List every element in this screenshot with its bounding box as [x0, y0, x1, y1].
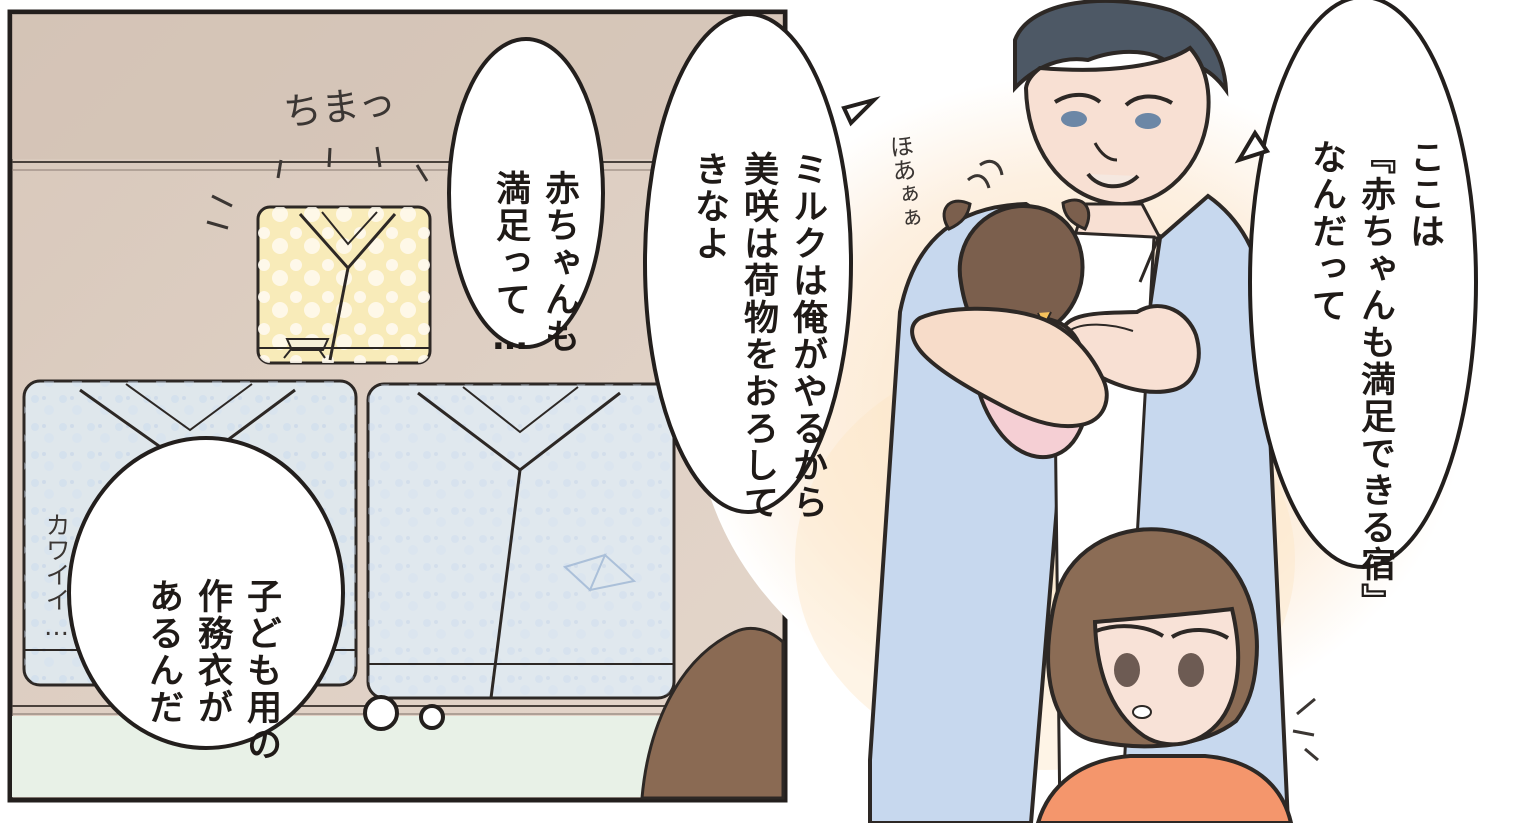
bubble-inn — [1248, 0, 1478, 569]
baby-satisfied-line-2: 満足って… — [490, 170, 530, 360]
chima-sfx: ちまっ — [281, 79, 398, 135]
kawaii-sfx: カワイイ… — [42, 512, 71, 641]
large-garment-right — [366, 382, 676, 700]
inn-line-1: ここは — [1404, 139, 1444, 250]
inn-line-3: なんだって — [1306, 139, 1346, 324]
character-hair-fragment — [640, 626, 785, 800]
small-yellow-garment — [256, 205, 432, 365]
milk-line-2: 美咲は荷物をおろして — [738, 151, 778, 521]
baby-satisfied-text: 赤ちゃんも 満足って… — [485, 86, 632, 360]
milk-line-1: ミルクは俺がやるから — [787, 151, 827, 521]
inn-line-2: 『赤ちゃんも満足できる宿』 — [1355, 139, 1395, 620]
milk-bubble-text: ミルクは俺がやるから 美咲は荷物をおろして きなよ — [684, 67, 880, 521]
thought-line-1: 子ども用の — [241, 578, 281, 763]
thought-text: 子ども用の 作務衣が あるんだ — [138, 494, 334, 763]
baby-satisfied-line-1: 赤ちゃんも — [539, 170, 579, 355]
bubble-inn-tail — [1234, 129, 1271, 164]
thought-dot-large — [363, 695, 399, 731]
motion-marks — [206, 146, 1319, 762]
bubble-baby-satisfied — [447, 37, 605, 349]
milk-line-3: きなよ — [689, 151, 729, 262]
thought-dot-small — [419, 704, 445, 730]
thought-line-2: 作務衣が — [192, 578, 232, 726]
inn-bubble-text: ここは 『赤ちゃんも満足できる宿』 なんだって — [1301, 55, 1497, 620]
bubble-milk — [643, 12, 853, 514]
thought-bubble — [67, 436, 345, 750]
speech-bubbles — [67, 0, 1478, 750]
mother-character — [1035, 527, 1294, 823]
thought-line-3: あるんだ — [143, 578, 183, 726]
bubble-milk-tail — [841, 96, 881, 127]
father-hand — [910, 306, 1109, 429]
